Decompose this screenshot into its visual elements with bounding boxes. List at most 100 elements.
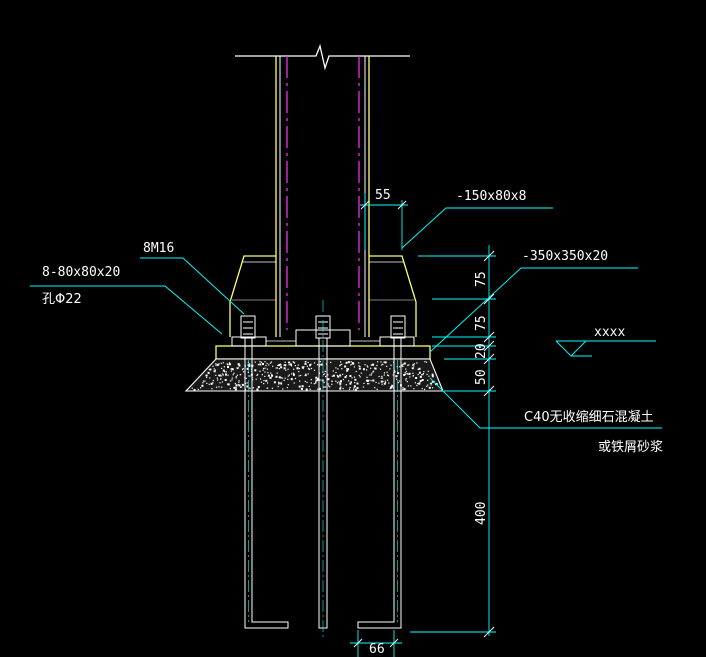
grout-speck	[340, 386, 342, 388]
grout-speck	[306, 381, 308, 383]
grout-speck	[257, 373, 259, 376]
break-line	[235, 43, 410, 71]
grout-speck	[368, 383, 370, 385]
grout-speck	[215, 363, 217, 365]
grout-speck	[294, 365, 296, 367]
grout-speck	[425, 361, 428, 363]
grout-speck	[315, 379, 318, 382]
grout-speck	[303, 366, 305, 368]
grout-speck	[297, 364, 299, 366]
grout-speck	[349, 387, 351, 389]
grout-speck	[322, 371, 324, 373]
grout-speck	[205, 374, 208, 377]
grout-speck	[309, 368, 311, 370]
grout-speck	[266, 368, 268, 370]
grout-speck	[237, 367, 239, 369]
grout-speck	[370, 380, 372, 382]
grout-speck	[213, 368, 215, 370]
grout-speck	[237, 363, 240, 366]
grout-speck	[287, 384, 289, 386]
grout-speck	[256, 388, 259, 391]
grout-speck	[374, 387, 376, 389]
grout-speck	[429, 382, 432, 384]
grout-speck	[378, 382, 380, 384]
grout-speck	[351, 377, 353, 379]
grout-speck	[266, 362, 268, 365]
grout-speck	[279, 363, 281, 365]
grout-speck	[193, 389, 196, 391]
grout-speck	[424, 361, 426, 363]
grout-speck	[225, 371, 227, 373]
grout-speck	[215, 364, 217, 366]
grout-speck	[350, 361, 352, 363]
grout-speck	[229, 388, 231, 390]
grout-speck	[216, 363, 219, 366]
dim-20: 20	[474, 343, 489, 359]
grout-speck	[435, 383, 438, 385]
grout-speck	[340, 380, 342, 383]
grout-speck	[257, 386, 260, 389]
grout-speck	[392, 374, 394, 376]
grout-speck	[330, 361, 332, 363]
grout-speck	[310, 367, 313, 370]
grout-speck	[298, 375, 300, 377]
grout-speck	[236, 367, 238, 369]
grout-speck	[281, 377, 283, 379]
grout-speck	[226, 363, 228, 365]
label-base-plate: -350x350x20	[522, 249, 608, 264]
grout-speck	[218, 386, 220, 388]
leader-base-plate	[429, 267, 638, 353]
grout-speck	[255, 378, 257, 380]
grout-speck	[239, 374, 241, 376]
grout-speck	[339, 387, 342, 390]
grout-speck	[227, 366, 229, 368]
grout-speck	[413, 365, 415, 367]
grout-speck	[353, 363, 355, 365]
grout-speck	[320, 363, 323, 366]
grout-speck	[317, 388, 319, 390]
grout-speck	[359, 376, 361, 378]
grout-speck	[407, 385, 409, 387]
grout-speck	[402, 387, 404, 389]
grout-speck	[252, 365, 254, 367]
grout-speck	[259, 378, 262, 380]
grout-speck	[366, 379, 369, 382]
leader-bolts	[140, 257, 245, 315]
grout-speck	[234, 382, 236, 385]
grout-speck	[222, 374, 224, 376]
grout-speck	[417, 383, 419, 385]
grout-speck	[223, 366, 225, 368]
grout-speck	[399, 366, 401, 368]
grout-speck	[220, 378, 222, 380]
grout-speck	[358, 365, 360, 367]
grout-speck	[271, 374, 274, 377]
grout-speck	[259, 363, 262, 366]
grout-speck	[413, 388, 415, 390]
grout-speck	[322, 386, 324, 388]
grout-speck	[293, 382, 295, 384]
grout-speck	[411, 367, 414, 370]
grout-speck	[417, 373, 419, 376]
grout-speck	[344, 365, 347, 368]
grout-speck	[217, 379, 219, 381]
grout-speck	[241, 386, 243, 388]
grout-speck	[342, 373, 344, 375]
grout-speck	[229, 363, 232, 365]
grout-speck	[419, 380, 422, 382]
grout-speck	[247, 371, 249, 374]
grout-speck	[381, 364, 383, 366]
grout-speck	[345, 375, 348, 377]
grout-speck	[308, 367, 310, 369]
grout-speck	[355, 370, 357, 373]
grout-speck	[294, 377, 297, 380]
grout-speck	[406, 381, 408, 383]
grout-speck	[339, 364, 342, 366]
grout-speck	[268, 364, 270, 366]
grout-speck	[348, 380, 350, 382]
grout-speck	[397, 382, 399, 384]
dimension-lines	[350, 193, 496, 657]
grout-speck	[209, 377, 211, 379]
grout-speck	[290, 363, 292, 366]
grout-speck	[288, 374, 290, 376]
grout-speck	[210, 382, 213, 385]
